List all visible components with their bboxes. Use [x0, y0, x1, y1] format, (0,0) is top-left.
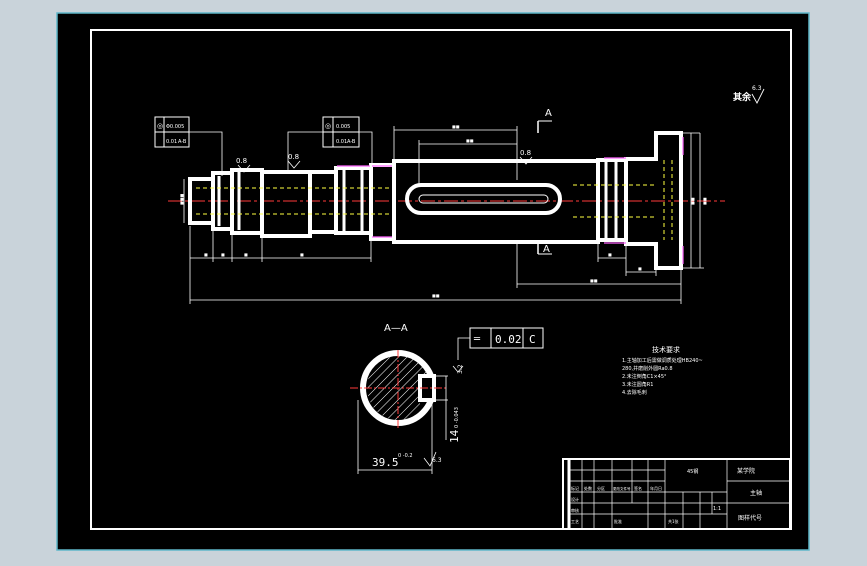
tb-school: 某学院	[737, 467, 755, 475]
dia-label-left: ■■■	[179, 193, 184, 205]
tech-req-line-3: 2.未注倒角C1×45°	[622, 373, 667, 380]
roughness-marks: 0.8 0.8 0.8	[236, 149, 533, 173]
roughness-label-3: 0.8	[520, 149, 531, 157]
dia-label-right: ■■	[690, 197, 695, 205]
tb-material: 45钢	[687, 468, 698, 475]
section-view-aa: A—A ═ 0.02 C 3.2	[350, 323, 544, 474]
overall-length-value: ■■	[432, 293, 440, 298]
tech-req-line-4: 3.未注圆角R1	[622, 381, 653, 388]
key-tol-symbol: ═	[473, 334, 481, 345]
section-cut-bottom: A	[537, 242, 552, 255]
keyway-slot	[405, 183, 562, 215]
dim-left-2: ■	[221, 252, 225, 257]
section-dim-width: 14	[448, 429, 461, 443]
tb-drawing-no: 图样代号	[738, 514, 762, 522]
section-title: A—A	[384, 323, 408, 334]
tb-role-review: 审核	[571, 507, 579, 513]
shaft-main-view: ■■ ■ ■ ■ ■ ■■ ■ ■ ■■ ■■ ■■■ ■■ ■■ A A	[154, 85, 765, 304]
tb-role-process: 工艺	[571, 519, 579, 524]
tol1-symbol: ◎	[157, 122, 163, 130]
section-finish-right: 3.2	[457, 364, 464, 374]
key-tol-datum: C	[529, 333, 536, 346]
shaft-accent-lines	[337, 137, 684, 264]
roughness-label-2: 0.8	[288, 153, 299, 161]
tol2-datum-row: 0.01	[336, 139, 347, 145]
key-tolerance-frame: ═ 0.02 C 3.2	[452, 327, 544, 374]
dim-left-4: ■	[300, 252, 304, 257]
tol2-symbol: ◎	[325, 122, 331, 130]
tb-label-date: 年月日	[650, 485, 662, 491]
sheet-inner-frame	[90, 29, 792, 530]
shaft-outline	[188, 131, 683, 270]
dim-right-3: ■	[638, 266, 642, 271]
tech-req-line-2: 280,并磨削外圆Ra0.8	[622, 365, 673, 372]
tb-role-approve: 批准	[614, 518, 622, 524]
tol2-datum: A-B	[347, 139, 356, 145]
technical-requirements: 技术要求 1.主轴加工后需做调质处理HB240~ 280,并磨削外圆Ra0.8 …	[622, 345, 703, 396]
tol2-value: 0.005	[336, 124, 350, 130]
tb-label-doc: 更改文件号	[613, 486, 631, 491]
tb-label-count: 处数	[584, 485, 592, 491]
keyway-slot-inner	[418, 194, 549, 204]
shaft-hidden-lines	[196, 160, 673, 240]
tech-req-title: 技术要求	[652, 345, 680, 354]
section-marker-bottom: A	[543, 244, 550, 255]
tb-part-name: 主轴	[750, 489, 762, 497]
tb-label-sign: 签名	[634, 485, 642, 491]
tol1-datum-row: 0.01	[166, 139, 177, 145]
shaft-grooves	[217, 160, 618, 242]
section-dim-depth: 39.5	[372, 456, 399, 469]
tb-scale: 1:1	[713, 506, 721, 512]
tech-req-line-5: 4.去除毛刺	[622, 389, 647, 396]
shaft-dimension-lines	[183, 126, 704, 304]
section-marker-top: A	[545, 108, 552, 119]
section-finish: 6.3	[432, 457, 442, 464]
tb-role-design: 设计	[571, 496, 579, 502]
dia-label-right-2: ■■	[702, 197, 707, 205]
sheet-outer-border	[56, 12, 810, 551]
section-dim-width-tol: 0 -0.043	[454, 407, 460, 428]
dim-right-2: ■	[608, 252, 612, 257]
dim-left-1: ■	[204, 252, 208, 257]
dim-left-3: ■	[244, 252, 248, 257]
tb-label-mark: 标记	[571, 485, 579, 491]
section-dim-depth-tol: 0 -0.2	[398, 453, 413, 459]
general-finish-label: 其余	[733, 91, 752, 103]
tol1-value: Φ0.005	[166, 124, 184, 130]
dim-right-1: ■■	[590, 278, 598, 283]
title-block: 标记 处数 分区 更改文件号 签名 年月日 设计 审核 工艺 批准 45钢 某学…	[562, 458, 791, 530]
general-finish-value: 6.3	[752, 85, 762, 92]
tb-label-zone: 分区	[597, 485, 605, 491]
section-cut-top: A	[537, 108, 552, 133]
tb-sheet: 共1张	[668, 518, 679, 524]
roughness-label-1: 0.8	[236, 157, 247, 165]
tolerance-box-1: ◎ Φ0.005 0.01 A-B	[154, 116, 223, 176]
tolerance-box-2: ◎ 0.005 0.01 A-B	[287, 116, 373, 170]
shaft-dimension-values: ■■ ■ ■ ■ ■ ■■ ■ ■ ■■ ■■	[204, 124, 642, 298]
tol1-datum: A-B	[178, 139, 187, 145]
dim-top-2: ■■	[466, 138, 474, 143]
general-surface-finish: 其余 6.3	[733, 85, 765, 104]
key-tol-value: 0.02	[495, 333, 522, 346]
shaft-diameter-labels: ■■■ ■■ ■■	[179, 193, 707, 205]
dim-top-1: ■■	[452, 124, 460, 129]
tech-req-line-1: 1.主轴加工后需做调质处理HB240~	[622, 357, 703, 364]
